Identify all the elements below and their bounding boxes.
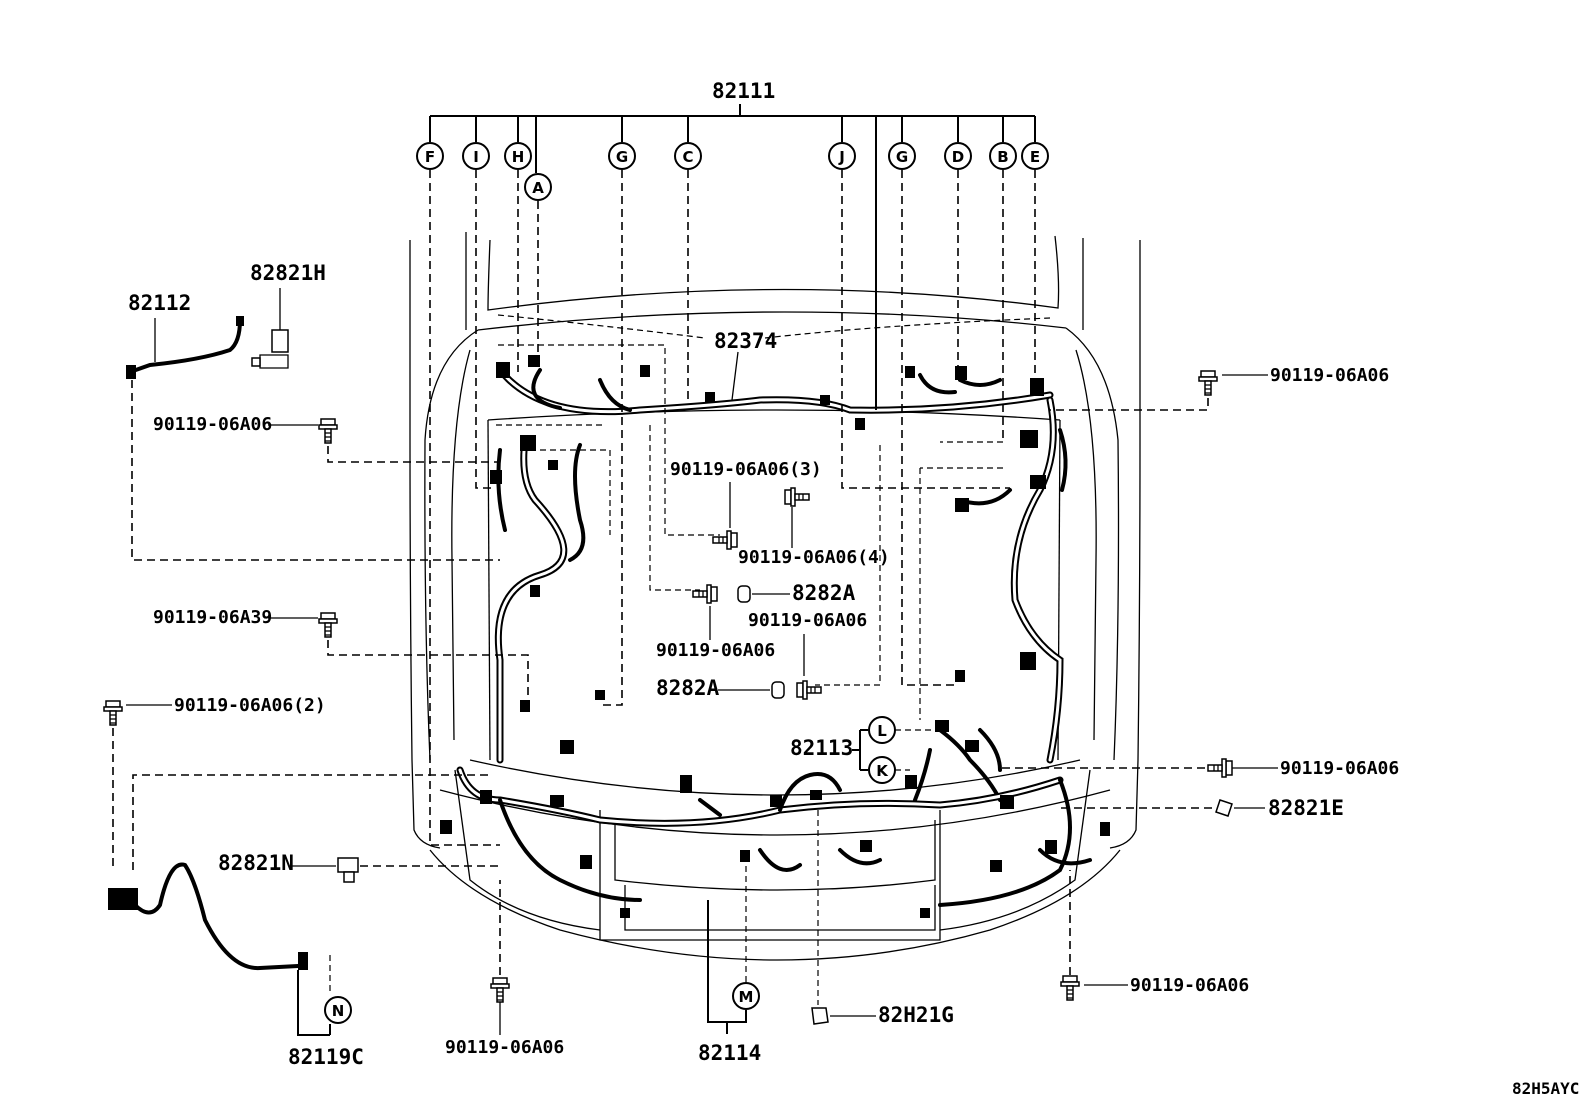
svg-text:82114: 82114 [698, 1041, 761, 1065]
connector-E-circle: E [1021, 142, 1049, 170]
svg-text:90119-06A06(2): 90119-06A06(2) [174, 695, 326, 716]
engine-harness-82111 [494, 366, 1068, 764]
svg-text:I: I [473, 148, 479, 166]
svg-text:G: G [616, 148, 628, 166]
bolt-icon [490, 977, 510, 1003]
connector-D-circle: D [944, 142, 972, 170]
svg-text:D: D [952, 148, 964, 166]
connector-J-circle: J [828, 142, 856, 170]
svg-text:82821H: 82821H [250, 261, 326, 285]
clip-icon [771, 681, 785, 699]
svg-text:82112: 82112 [128, 291, 191, 315]
clip-icon [337, 857, 359, 873]
svg-text:90119-06A06: 90119-06A06 [153, 414, 272, 435]
callout-82112: 82112 [126, 291, 500, 561]
svg-text:M: M [739, 988, 754, 1006]
callout-82114: M 82114 [698, 860, 761, 1065]
callout-82119C: N 82119C [108, 862, 364, 1069]
connector-I-circle: I [462, 142, 490, 170]
bolt-icon [1207, 758, 1233, 778]
front-harness-82114 [456, 766, 1092, 907]
callout-82821N: 82821N [218, 851, 500, 883]
bolt-center-4: 90119-06A06(4) [738, 487, 890, 568]
connector-G-circle-left: G [608, 142, 636, 170]
svg-text:82113: 82113 [790, 736, 853, 760]
svg-text:82119C: 82119C [288, 1045, 364, 1069]
bolt-icon [784, 487, 810, 507]
clip-icon [1215, 799, 1233, 817]
svg-text:8282A: 8282A [792, 581, 856, 605]
svg-text:90119-06A06(3): 90119-06A06(3) [670, 459, 822, 480]
callout-82111: 82111 [429, 79, 1036, 410]
svg-text:F: F [425, 148, 435, 166]
clip-icon [737, 585, 751, 603]
figure-code: 82H5AYC [1512, 1079, 1579, 1098]
callout-82113: 82113 L K [790, 716, 940, 784]
bolt-center-3: 90119-06A06(3) [670, 459, 822, 550]
connector-N-circle [324, 996, 352, 1024]
bolt-center-mid2: 90119-06A06 [748, 610, 867, 700]
svg-text:82H21G: 82H21G [878, 1003, 954, 1027]
bolt-top-right: 90119-06A06 [1050, 365, 1389, 411]
connector-leader-lines [429, 170, 1036, 846]
bolt-left-2: 90119-06A06(2) [103, 695, 490, 870]
bolt-left-a39: 90119-06A39 [153, 607, 529, 705]
bolt-icon [712, 530, 738, 550]
connector-A-circle: A [524, 173, 552, 201]
connector-F-circle: F [416, 142, 444, 170]
connector-M-circle [732, 982, 760, 1010]
svg-text:82111: 82111 [712, 79, 775, 103]
callout-82374: 82374 [497, 314, 1051, 401]
bolt-icon [318, 418, 338, 444]
svg-text:90119-06A06(4): 90119-06A06(4) [738, 547, 890, 568]
callout-82821E: 82821E [1060, 796, 1344, 820]
callout-8282A-upper: 8282A 90119-06A06 [656, 581, 856, 661]
callout-8282A-lower: 8282A [656, 676, 785, 700]
bolt-icon [318, 612, 338, 638]
svg-text:8282A: 8282A [656, 676, 720, 700]
svg-text:B: B [997, 148, 1008, 166]
bolt-icon [1198, 370, 1218, 396]
callout-82H21G: 82H21G [811, 810, 954, 1027]
svg-text:C: C [682, 148, 693, 166]
svg-text:A: A [532, 179, 544, 197]
svg-text:82821N: 82821N [218, 851, 294, 875]
svg-text:E: E [1030, 148, 1040, 166]
bolt-icon [103, 700, 123, 726]
connector-C-circle: C [674, 142, 702, 170]
connector-letter-circles: F I H A G C J G [416, 142, 1049, 201]
bolt-right-mid: 90119-06A06 [1000, 758, 1399, 779]
svg-text:J: J [838, 148, 845, 166]
svg-text:90119-06A39: 90119-06A39 [153, 607, 272, 628]
bolt-left-upper: 90119-06A06 [153, 414, 500, 463]
svg-text:L: L [877, 722, 887, 740]
bolt-bottom-left: 90119-06A06 [445, 880, 564, 1058]
svg-text:90119-06A06: 90119-06A06 [1280, 758, 1399, 779]
svg-text:K: K [876, 762, 889, 780]
bolt-icon [796, 680, 822, 700]
connector-B-circle: B [989, 142, 1017, 170]
svg-text:H: H [512, 148, 525, 166]
harness-connectors [440, 355, 1110, 918]
svg-text:G: G [896, 148, 908, 166]
svg-text:90119-06A06: 90119-06A06 [1270, 365, 1389, 386]
connector-G-circle-right: G [888, 142, 916, 170]
svg-text:90119-06A06: 90119-06A06 [748, 610, 867, 631]
callout-82821H: 82821H [250, 261, 326, 369]
clip-icon [811, 1007, 829, 1025]
svg-text:90119-06A06: 90119-06A06 [1130, 975, 1249, 996]
clip-icon-foot [343, 871, 355, 883]
connector-H-circle: H [504, 142, 532, 170]
svg-text:82821E: 82821E [1268, 796, 1344, 820]
bolt-bottom-right: 90119-06A06 [1060, 870, 1249, 1001]
svg-text:90119-06A06: 90119-06A06 [445, 1037, 564, 1058]
svg-text:90119-06A06: 90119-06A06 [656, 640, 775, 661]
svg-text:82374: 82374 [714, 329, 777, 353]
svg-text:N: N [332, 1002, 345, 1020]
engine-room-harness-82113 [913, 728, 1002, 802]
bolt-icon [692, 584, 718, 604]
bolt-icon [1060, 975, 1080, 1001]
